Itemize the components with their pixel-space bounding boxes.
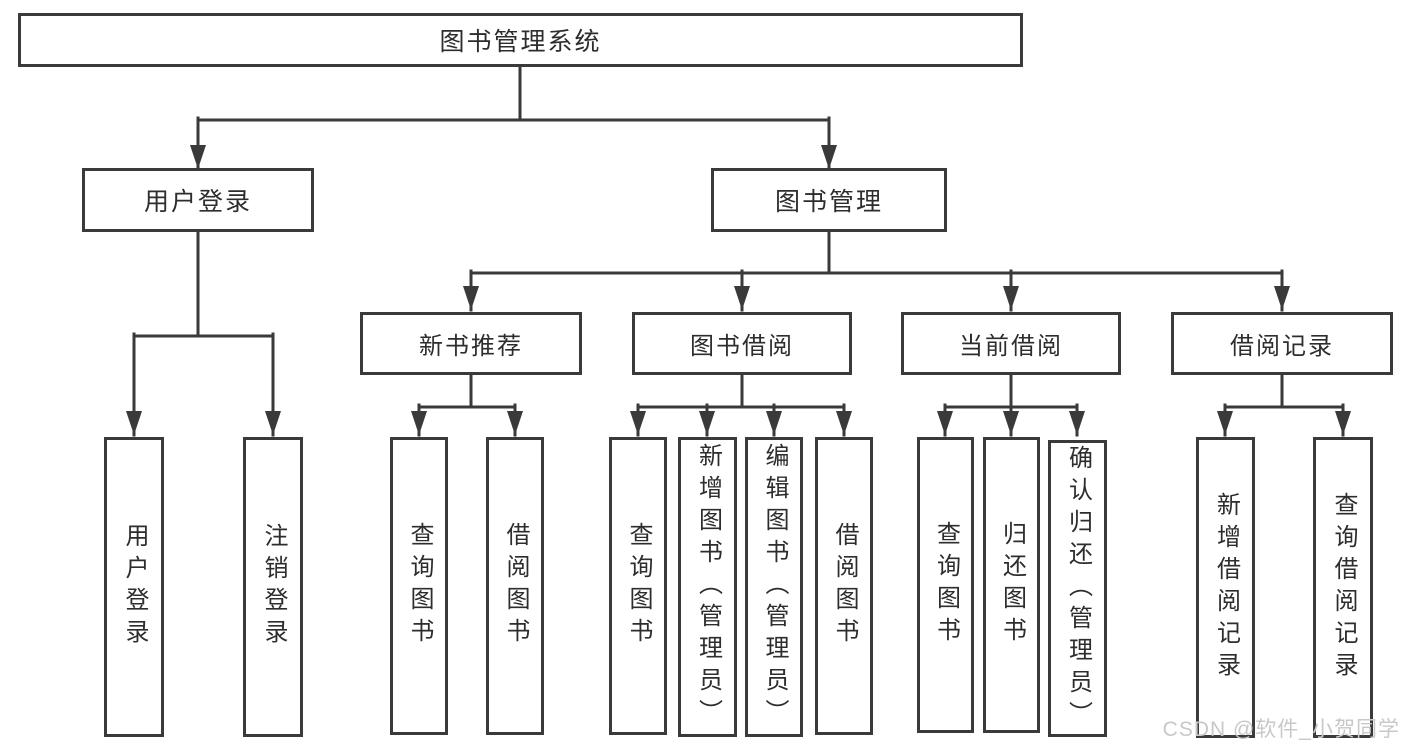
node-book-borrowing: 图书借阅: [632, 312, 852, 375]
csdn-watermark: CSDN @软件_小贺同学: [1162, 718, 1400, 741]
leaf-user-login: 用户登录: [104, 437, 164, 737]
node-user-login-label: 用户登录: [143, 188, 252, 216]
leaf-bb-add-books-admin-label: 新增图书（管理员）: [694, 443, 722, 731]
node-root-label: 图书管理系统: [439, 28, 602, 56]
connector-book-borrow-bus: [636, 373, 846, 409]
leaf-cb-return-books-label: 归还图书: [998, 521, 1026, 649]
node-current-borrowing-label: 当前借阅: [959, 333, 1063, 360]
leaf-logout: 注销登录: [243, 437, 303, 737]
connector-current-borrow-bus: [943, 373, 1079, 409]
node-book-management: 图书管理: [711, 168, 947, 232]
leaf-cb-confirm-return-admin-label: 确认归还（管理员）: [1064, 444, 1092, 733]
leaf-nbr-query-books-label: 查询图书: [406, 522, 433, 650]
leaf-cb-confirm-return-admin: 确认归还（管理员）: [1048, 440, 1107, 737]
leaf-bb-borrow-books: 借阅图书: [815, 437, 873, 735]
leaf-bb-edit-books-admin-label: 编辑图书（管理员）: [761, 443, 788, 731]
leaf-br-query-record-label: 查询借阅记录: [1330, 491, 1357, 684]
leaf-user-login-label: 用户登录: [121, 523, 148, 651]
leaf-bb-borrow-books-label: 借阅图书: [831, 522, 858, 650]
connector-user-login-bus: [132, 230, 275, 338]
leaf-bb-query-books-label: 查询图书: [625, 522, 652, 650]
leaf-nbr-borrow-books-label: 借阅图书: [502, 522, 529, 650]
node-root: 图书管理系统: [18, 13, 1023, 67]
leaf-nbr-borrow-books: 借阅图书: [486, 437, 544, 735]
node-current-borrowing: 当前借阅: [901, 312, 1121, 375]
leaf-cb-return-books: 归还图书: [983, 437, 1040, 733]
node-new-book-recommend-label: 新书推荐: [419, 333, 523, 360]
leaf-br-add-record: 新增借阅记录: [1196, 437, 1255, 738]
connector-new-book-rec-bus: [417, 373, 517, 409]
leaf-logout-label: 注销登录: [260, 523, 287, 651]
leaf-cb-query-books: 查询图书: [917, 437, 974, 733]
connector-root-bus: [196, 65, 831, 122]
leaf-cb-query-books-label: 查询图书: [932, 521, 960, 649]
node-borrowing-records-label: 借阅记录: [1230, 333, 1334, 360]
node-borrowing-records: 借阅记录: [1171, 312, 1393, 375]
leaf-br-add-record-label: 新增借阅记录: [1212, 491, 1240, 684]
leaf-bb-query-books: 查询图书: [609, 437, 667, 735]
node-new-book-recommend: 新书推荐: [360, 312, 582, 375]
node-book-management-label: 图书管理: [774, 188, 883, 216]
leaf-nbr-query-books: 查询图书: [390, 437, 448, 735]
node-user-login: 用户登录: [82, 168, 314, 232]
node-book-borrowing-label: 图书借阅: [690, 333, 794, 360]
leaf-br-query-record: 查询借阅记录: [1313, 437, 1373, 738]
connector-borrow-record-bus: [1223, 373, 1345, 409]
leaf-bb-edit-books-admin: 编辑图书（管理员）: [745, 437, 803, 737]
connector-book-mgmt-bus: [469, 230, 1284, 275]
leaf-bb-add-books-admin: 新增图书（管理员）: [678, 437, 737, 737]
